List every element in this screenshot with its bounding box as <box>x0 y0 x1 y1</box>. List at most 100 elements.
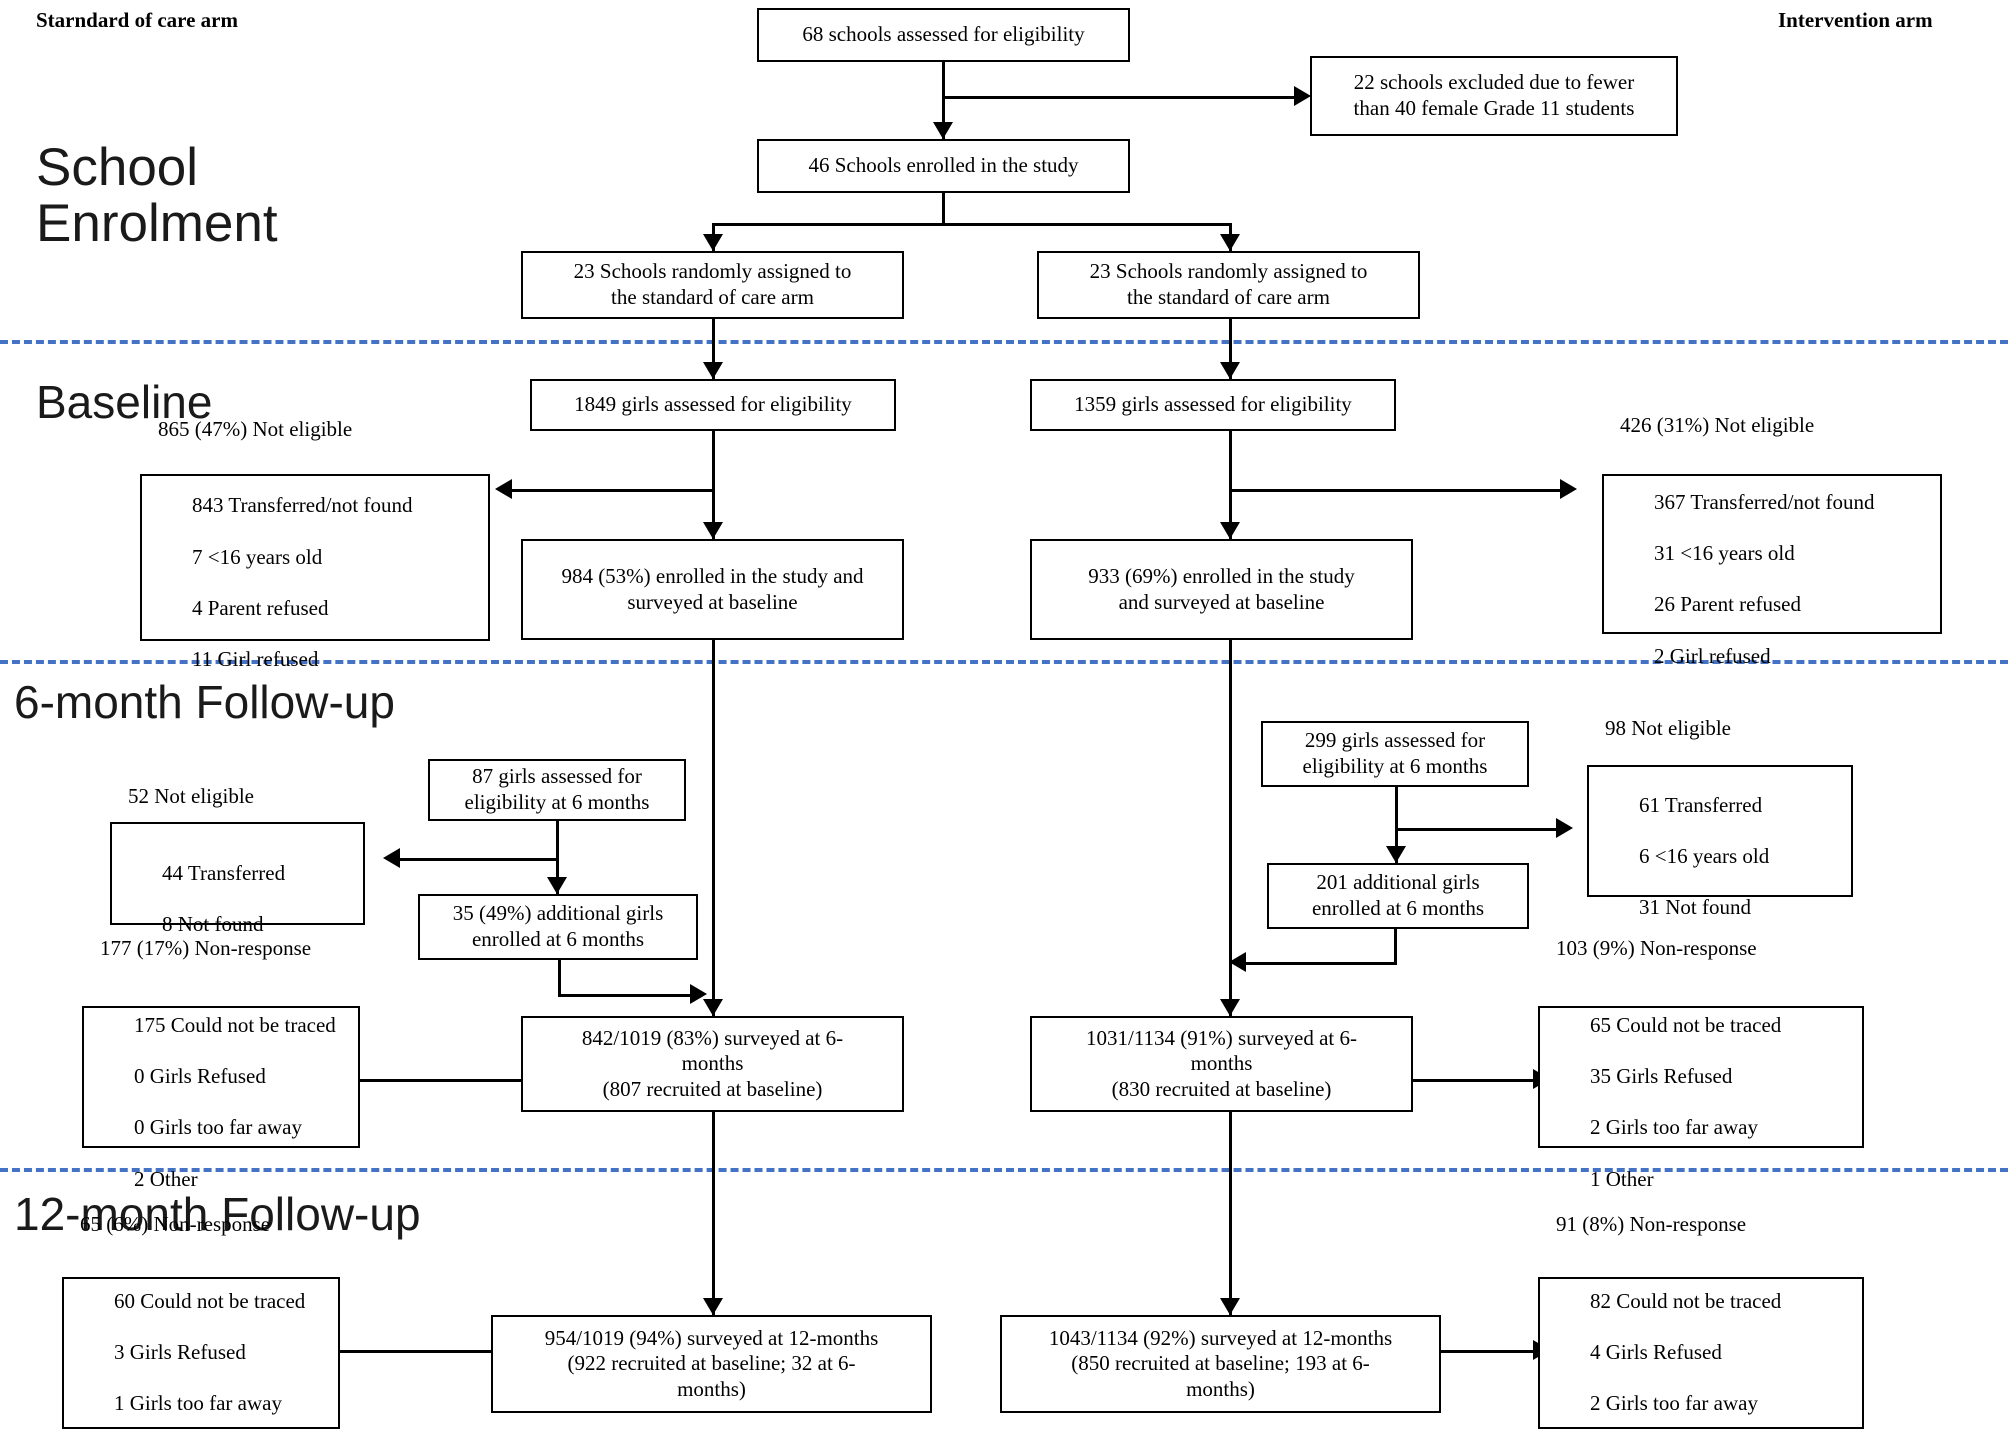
connector-6month-additional-left-drop <box>558 960 561 994</box>
detail-item: 367 Transferred/not found <box>1654 489 1875 514</box>
connector-assessed-to-enrolled <box>942 62 945 139</box>
connector-baseline-left-to-notelig <box>512 489 714 492</box>
box-6month-additional-right: 201 additional girls enrolled at 6 month… <box>1267 863 1529 929</box>
six-notelig-lead-left: 52 Not eligible <box>128 783 254 808</box>
six-notelig-details-right: 61 Transferred 6 <16 years old 31 Not fo… <box>1605 767 1843 946</box>
detail-item: 31 <16 years old <box>1654 541 1795 566</box>
connector-randomization-bus <box>712 223 1232 226</box>
arrowhead-left-6month-join-right <box>1229 952 1246 972</box>
arrowhead-left-6month-notelig <box>383 848 400 868</box>
connector-enrolled-stem <box>942 193 945 223</box>
connector-6month-additional-right-join <box>1246 962 1397 965</box>
arrowhead-right-6month-join-left <box>690 984 707 1004</box>
box-baseline-not-eligible-right: 426 (31%) Not eligible 367 Transferred/n… <box>1602 413 1942 668</box>
detail-item: 4 Girls Refused <box>1590 1340 1722 1365</box>
box-6month-surveyed-left: 842/1019 (83%) surveyed at 6- months (80… <box>521 1016 904 1112</box>
detail-item: 82 Could not be traced <box>1590 1288 1782 1313</box>
detail-item: 61 Transferred <box>1639 792 1763 817</box>
arrowhead-down-6month-additional-right <box>1386 846 1406 863</box>
twelve-nonresponse-details-right: 82 Could not be traced 4 Girls Refused 2… <box>1556 1263 1854 1447</box>
connector-6month-nonresponse-left <box>340 1079 522 1082</box>
six-notelig-details-left: 44 Transferred 8 Not found <box>128 835 355 963</box>
connector-6month-right-to-notelig <box>1395 828 1565 831</box>
not-eligible-lead-right: 426 (31%) Not eligible <box>1620 413 1815 438</box>
arrowhead-down-randomized-right <box>1220 234 1240 251</box>
detail-item: 6 <16 years old <box>1639 843 1770 868</box>
detail-item: 2 Other <box>134 1166 198 1191</box>
detail-item: 1 Other <box>114 1443 330 1447</box>
detail-item: 65 Could not be traced <box>1590 1012 1782 1037</box>
twelve-nonresponse-details-left: 60 Could not be traced 3 Girls Refused 1… <box>80 1263 330 1447</box>
arrowhead-down-baseline-enrolled-left <box>703 522 723 539</box>
six-nonresponse-details-right: 65 Could not be traced 35 Girls Refused … <box>1556 987 1854 1217</box>
stage-label-12-month-followup: 12-month Follow-up <box>14 1188 421 1240</box>
stage-label-6-month-followup: 6-month Follow-up <box>14 676 395 728</box>
connector-6month-to-12month-right <box>1229 1112 1232 1315</box>
not-eligible-lead-left: 865 (47%) Not eligible <box>158 416 353 441</box>
connector-baseline-left-to-6month <box>712 640 715 1016</box>
divider-6month-12month <box>0 1168 2008 1172</box>
stage-label-school-enrolment: School Enrolment <box>36 138 278 254</box>
box-schools-excluded: 22 schools excluded due to fewer than 40… <box>1310 56 1678 136</box>
arrowhead-down-baseline-right <box>1220 362 1240 379</box>
detail-item: 2 Girls too far away <box>1590 1115 1758 1140</box>
arrowhead-right-excluded <box>1294 86 1311 106</box>
detail-item: 11 Girl refused <box>192 647 319 672</box>
box-baseline-enrolled-right: 933 (69%) enrolled in the study and surv… <box>1030 539 1413 640</box>
connector-6month-to-12month-left <box>712 1112 715 1315</box>
divider-school-baseline <box>0 340 2008 344</box>
detail-item: 175 Could not be traced <box>134 1012 336 1037</box>
detail-item: 0 Girls too far away <box>134 1115 302 1140</box>
arrowhead-left-baseline-notelig <box>495 479 512 499</box>
detail-item: 60 Could not be traced <box>114 1288 306 1313</box>
detail-item: 2 Girl refused <box>1654 643 1771 668</box>
arrowhead-right-6month-notelig <box>1556 818 1573 838</box>
box-12month-nonresponse-left: 65 (6%) Non-response 60 Could not be tra… <box>62 1212 340 1447</box>
connector-baseline-right-to-notelig <box>1229 489 1569 492</box>
arrowhead-down-6month-surveyed-left <box>703 999 723 1016</box>
detail-item: 3 Other <box>1590 1443 1854 1447</box>
box-baseline-assessed-right: 1359 girls assessed for eligibility <box>1030 379 1396 431</box>
connector-randomized-right-to-baseline <box>1229 319 1232 379</box>
left-arm-header: Starndard of care arm <box>36 8 238 32</box>
detail-item: 26 Parent refused <box>1654 592 1801 617</box>
box-randomized-right: 23 Schools randomly assigned to the stan… <box>1037 251 1420 319</box>
box-6month-not-eligible-left: 52 Not eligible 44 Transferred 8 Not fou… <box>110 784 365 936</box>
arrowhead-down-randomized-left <box>703 234 723 251</box>
box-randomized-left: 23 Schools randomly assigned to the stan… <box>521 251 904 319</box>
box-12month-surveyed-left: 954/1019 (94%) surveyed at 12-months (92… <box>491 1315 932 1413</box>
box-12month-surveyed-right: 1043/1134 (92%) surveyed at 12-months (8… <box>1000 1315 1441 1413</box>
box-6month-nonresponse-right: 103 (9%) Non-response 65 Could not be tr… <box>1538 936 1864 1191</box>
box-6month-surveyed-right: 1031/1134 (91%) surveyed at 6- months (8… <box>1030 1016 1413 1112</box>
box-6month-nonresponse-left: 177 (17%) Non-response 175 Could not be … <box>82 936 360 1191</box>
connector-randomized-left-to-baseline <box>712 319 715 379</box>
connector-6month-additional-left-join <box>558 994 696 997</box>
not-eligible-details-left: 843 Transferred/not found 7 <16 years ol… <box>158 468 480 698</box>
box-6month-additional-left: 35 (49%) additional girls enrolled at 6 … <box>418 894 698 960</box>
box-schools-enrolled: 46 Schools enrolled in the study <box>757 139 1130 193</box>
arrowhead-down-6month-additional-left <box>547 877 567 894</box>
connector-6month-right-stem <box>1395 787 1398 863</box>
box-12month-nonresponse-right: 91 (8%) Non-response 82 Could not be tra… <box>1538 1212 1864 1447</box>
connector-baseline-right-to-6month <box>1229 640 1232 1016</box>
six-notelig-lead-right: 98 Not eligible <box>1605 715 1731 740</box>
box-baseline-assessed-left: 1849 girls assessed for eligibility <box>530 379 896 431</box>
box-schools-assessed: 68 schools assessed for eligibility <box>757 8 1130 62</box>
connector-6month-nonresponse-right <box>1413 1079 1541 1082</box>
detail-item: 44 Transferred <box>162 860 286 885</box>
box-6month-not-eligible-right: 98 Not eligible 61 Transferred 6 <16 yea… <box>1587 716 1853 919</box>
arrowhead-right-baseline-notelig <box>1560 479 1577 499</box>
connector-6month-additional-right-drop <box>1394 929 1397 962</box>
arrowhead-down-enrolled <box>933 122 953 139</box>
twelve-nonresponse-lead-left: 65 (6%) Non-response <box>80 1212 271 1237</box>
connector-6month-left-stem <box>556 821 559 894</box>
six-nonresponse-lead-left: 177 (17%) Non-response <box>100 936 312 961</box>
detail-item: 2 Girls too far away <box>1590 1391 1758 1416</box>
detail-item: 3 Girls Refused <box>114 1340 246 1365</box>
box-baseline-enrolled-left: 984 (53%) enrolled in the study and surv… <box>521 539 904 640</box>
box-6month-assessed-left: 87 girls assessed for eligibility at 6 m… <box>428 759 686 821</box>
connector-baseline-left-stem <box>712 431 715 539</box>
detail-item: 31 Not found <box>1639 895 1751 920</box>
arrowhead-down-baseline-left <box>703 362 723 379</box>
connector-12month-nonresponse-right <box>1441 1350 1541 1353</box>
